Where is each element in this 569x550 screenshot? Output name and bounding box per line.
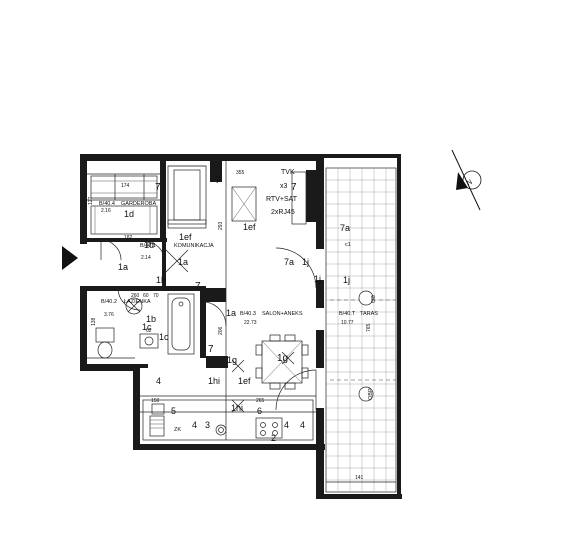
lazienka-code: B/40.2 bbox=[101, 299, 117, 305]
tag-1c-a: 1c bbox=[142, 322, 152, 332]
terrace-grid bbox=[325, 167, 397, 493]
lazienka-name: ŁAZIENKA bbox=[124, 299, 151, 305]
tag-7-c: 7 bbox=[155, 182, 161, 193]
tag-7a-a: 7a bbox=[340, 223, 350, 233]
tag-1a-a: 1a bbox=[118, 262, 128, 272]
dim-hood-right: 62 bbox=[146, 328, 152, 334]
light-marks bbox=[165, 249, 295, 413]
tag-7-a: 7 bbox=[215, 175, 221, 186]
tag-5: 5 bbox=[171, 406, 176, 416]
tag-1j-b: 1j bbox=[343, 275, 350, 285]
dim-lazienka-height: 138 bbox=[91, 317, 97, 326]
tag-3: 3 bbox=[205, 420, 210, 430]
dim-komunikacja-width: 182 bbox=[124, 235, 133, 241]
doors bbox=[100, 239, 317, 411]
dim-salon-width: 355 bbox=[236, 170, 245, 176]
tag-1ef-c: 1ef bbox=[238, 376, 251, 386]
dim-taras-height: 765 bbox=[366, 323, 372, 332]
tag-1c-b: 1c bbox=[159, 332, 169, 342]
dim-garderoba-height: 127 bbox=[88, 196, 94, 205]
tag-1j-c: 1j bbox=[314, 274, 321, 284]
tag-1hi-b: 1hi bbox=[231, 403, 243, 413]
tag-1a-b: 1a bbox=[178, 257, 188, 267]
media-rj45: 2xRJ45 bbox=[271, 209, 295, 216]
taras-name: TARAS bbox=[360, 311, 378, 317]
tag-1d-a: 1d bbox=[124, 209, 134, 219]
media-tvk: TVK bbox=[281, 169, 295, 176]
dim-salon-lower-width: 265 bbox=[256, 398, 265, 404]
lazienka-area: 3.76 bbox=[104, 312, 114, 318]
tag-1g-b: 1g bbox=[277, 353, 288, 364]
wardrobe-shelves bbox=[90, 175, 158, 235]
tag-c1: c1 bbox=[345, 242, 351, 248]
garderoba-code: B/40.4 bbox=[99, 201, 115, 207]
komunikacja-code: B/40.1 bbox=[140, 243, 156, 249]
tag-4-c: 4 bbox=[284, 420, 289, 430]
media-x3: x3 bbox=[280, 183, 288, 190]
dim-garderoba-width: 174 bbox=[121, 183, 130, 189]
taras-code: B/40.T bbox=[339, 311, 356, 317]
tag-1hi-a: 1hi bbox=[208, 376, 220, 386]
tag-obp: OBP bbox=[368, 388, 374, 400]
dim-salon-upper: 293 bbox=[218, 221, 224, 230]
tag-4-b: 4 bbox=[192, 420, 197, 430]
tag-1d-b: 1d bbox=[144, 240, 154, 250]
komunikacja-area: 2.14 bbox=[141, 255, 151, 261]
tag-7-e: 7 bbox=[208, 344, 214, 355]
tag-zk: ZK bbox=[174, 427, 181, 433]
tag-4-a: 4 bbox=[156, 376, 161, 386]
tag-1ef-a: 1ef bbox=[243, 222, 256, 232]
compass-north-label: N bbox=[466, 179, 474, 188]
tag-ob: OB bbox=[371, 295, 377, 303]
tag-7a-b: 7a bbox=[284, 257, 294, 267]
salon-name: SALON+ANEKS bbox=[262, 311, 303, 317]
garderoba-name: GARDEROBA bbox=[121, 201, 156, 207]
tv-bench bbox=[231, 171, 307, 225]
tag-4-d: 4 bbox=[300, 420, 305, 430]
tag-7-b: 7 bbox=[291, 182, 297, 193]
dim-salon-lower: 206 bbox=[218, 326, 224, 335]
tag-1b-b: 1b bbox=[146, 314, 156, 324]
compass-icon bbox=[451, 149, 482, 211]
dim-lazienka-width: 260 bbox=[131, 293, 140, 299]
walls bbox=[80, 154, 402, 499]
tag-1a-c: 1a bbox=[226, 308, 236, 318]
dim-door-bath: 70 bbox=[153, 293, 159, 299]
salon-area: 22.73 bbox=[244, 320, 257, 326]
tag-1ef-b: 1ef bbox=[179, 232, 192, 242]
dining-table bbox=[255, 334, 309, 390]
tag-1g-a: 1g bbox=[227, 355, 237, 365]
tag-1j-a: 1j bbox=[302, 257, 309, 267]
tag-6: 6 bbox=[257, 406, 262, 416]
tag-2: 2 bbox=[271, 433, 276, 443]
tag-7-d: 7 bbox=[195, 281, 201, 292]
sofa bbox=[167, 165, 207, 229]
tag-1b-a: 1b bbox=[156, 275, 166, 285]
dim-kitchen-depth: 150 bbox=[151, 398, 160, 404]
komunikacja-name: KOMUNIKACJA bbox=[174, 243, 214, 249]
taras-area: 10.77 bbox=[341, 320, 354, 326]
dim-taras-width: 141 bbox=[355, 475, 364, 481]
salon-code: B/40.3 bbox=[240, 311, 256, 317]
kitchen-counter bbox=[142, 399, 314, 441]
garderoba-area: 2.16 bbox=[101, 208, 111, 214]
entrance-arrow-icon bbox=[62, 246, 78, 270]
media-rtv-sat: RTV+SAT bbox=[266, 196, 298, 203]
dim-hood-left: 60 bbox=[143, 293, 149, 299]
